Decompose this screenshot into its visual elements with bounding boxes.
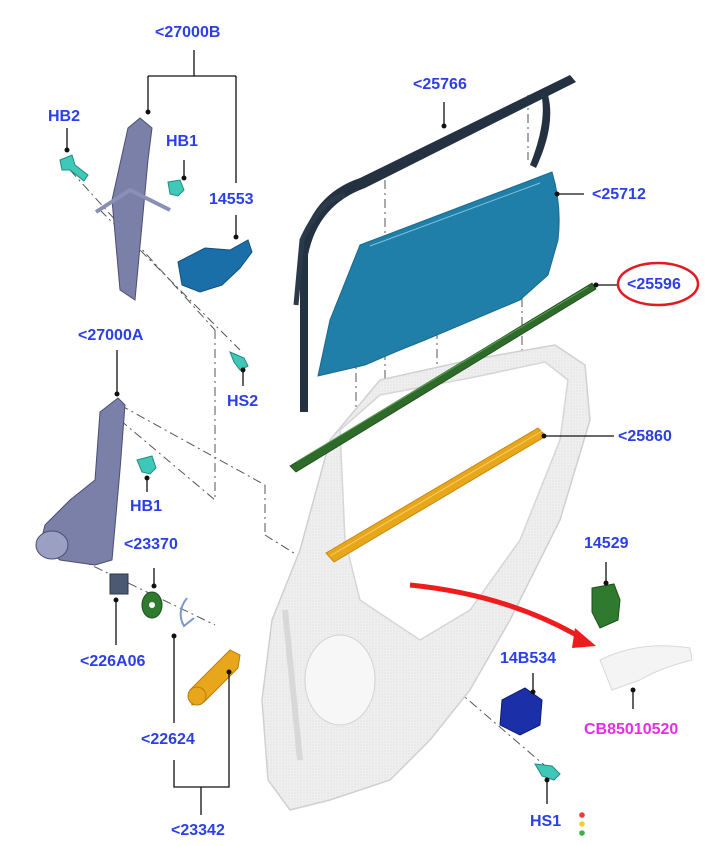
- callout-226a06[interactable]: <226A06: [80, 653, 146, 670]
- leader-dots: [64, 109, 636, 783]
- bolt-hb2[interactable]: [59, 154, 89, 182]
- status-dot-green: [579, 830, 585, 836]
- highlight-ring: [616, 261, 700, 307]
- window-regulator-upper[interactable]: [94, 117, 171, 301]
- callout-27000a[interactable]: <27000A: [78, 327, 144, 344]
- callout-22624[interactable]: <22624: [141, 731, 195, 748]
- status-dot-yellow: [579, 821, 585, 827]
- callout-23342[interactable]: <23342: [171, 822, 225, 839]
- location-arrow: [409, 582, 596, 648]
- callout-hb1-lower[interactable]: HB1: [130, 498, 163, 515]
- callout-cb85010520[interactable]: CB85010520: [584, 721, 679, 738]
- control-module-14b534[interactable]: [499, 687, 543, 736]
- window-crank-handle[interactable]: [187, 649, 241, 706]
- screw-hs2[interactable]: [229, 351, 249, 371]
- bolt-hb1-upper[interactable]: [167, 179, 185, 197]
- window-regulator-lower[interactable]: [35, 397, 126, 566]
- window-motor[interactable]: [177, 239, 253, 293]
- callout-hs2[interactable]: HS2: [227, 393, 259, 410]
- callout-27000b[interactable]: <27000B: [155, 24, 221, 41]
- switch-14529[interactable]: [591, 583, 621, 629]
- status-dot-red: [579, 812, 585, 818]
- callout-hs1[interactable]: HS1: [530, 813, 562, 830]
- callout-25766[interactable]: <25766: [413, 76, 467, 93]
- washer-23370[interactable]: [141, 591, 163, 619]
- callout-hb1-upper[interactable]: HB1: [166, 133, 199, 150]
- callout-14553[interactable]: 14553: [209, 191, 254, 208]
- door-inner-panel[interactable]: [261, 344, 591, 811]
- screw-hs1[interactable]: [534, 763, 561, 781]
- leader-lines: [66, 50, 634, 815]
- bushing-226a06[interactable]: [109, 573, 129, 595]
- door-frame-weatherstrip[interactable]: [293, 75, 576, 412]
- callout-23370[interactable]: <23370: [124, 536, 178, 553]
- clip-22624[interactable]: [179, 597, 195, 628]
- door-glass[interactable]: [317, 171, 560, 377]
- callout-25596[interactable]: <25596: [627, 276, 681, 293]
- switch-bezel-cb85010520[interactable]: [599, 645, 693, 691]
- callout-hb2[interactable]: HB2: [48, 108, 81, 125]
- callout-14b534[interactable]: 14B534: [500, 650, 557, 667]
- callout-14529[interactable]: 14529: [584, 535, 629, 552]
- bolt-hb1-lower[interactable]: [136, 455, 157, 475]
- belt-molding[interactable]: [289, 282, 597, 473]
- callout-25712[interactable]: <25712: [592, 186, 646, 203]
- callout-25860[interactable]: <25860: [618, 428, 672, 445]
